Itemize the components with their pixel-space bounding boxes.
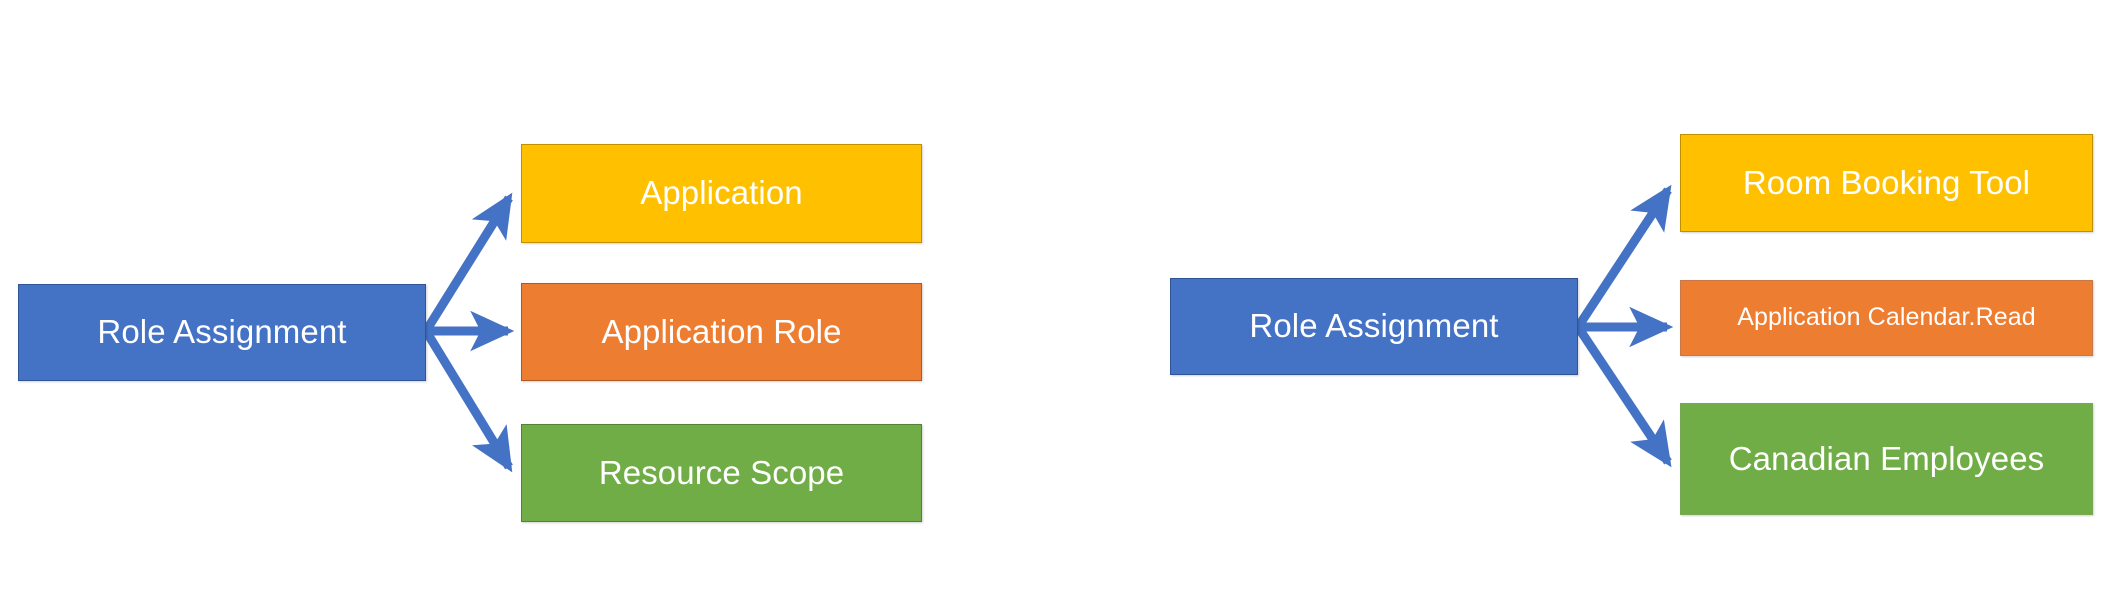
- node-label: Role Assignment: [97, 313, 347, 351]
- node-resource-scope[interactable]: Resource Scope: [521, 424, 922, 522]
- node-label: Resource Scope: [598, 453, 845, 491]
- node-role-assignment-example[interactable]: Role Assignment: [1170, 278, 1578, 375]
- node-label: Role Assignment: [1249, 307, 1499, 345]
- connector-left-to-application: [422, 192, 513, 334]
- node-application-calendar-read[interactable]: Application Calendar.Read: [1680, 280, 2093, 356]
- node-room-booking-tool[interactable]: Room Booking Tool: [1680, 134, 2093, 232]
- connector-left-to-resource-scope: [422, 328, 513, 473]
- node-label: Application Calendar.Read: [1737, 303, 2036, 332]
- node-label: Application Role: [601, 312, 842, 350]
- node-canadian-employees[interactable]: Canadian Employees: [1680, 403, 2093, 515]
- connector-right-to-room-booking-tool: [1574, 184, 1672, 330]
- node-application-role[interactable]: Application Role: [521, 283, 922, 381]
- node-label: Room Booking Tool: [1742, 163, 2031, 201]
- node-role-assignment-generic[interactable]: Role Assignment: [18, 284, 426, 381]
- node-label: Application: [640, 174, 803, 212]
- connector-right-to-canadian-employees: [1574, 324, 1672, 468]
- node-application[interactable]: Application: [521, 144, 922, 243]
- node-label: Canadian Employees: [1728, 439, 2045, 477]
